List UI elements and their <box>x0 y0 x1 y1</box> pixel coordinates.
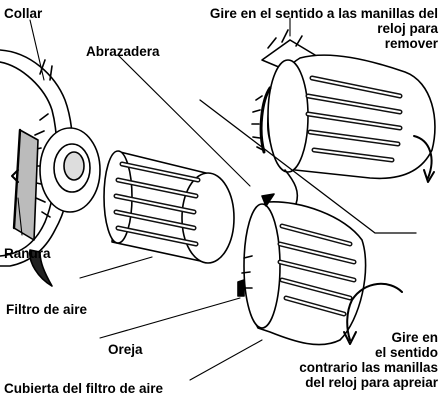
air-filter-label: Filtro de aire <box>6 302 88 317</box>
slot-label: Ranura <box>4 246 51 261</box>
remove-instruction-line-1: Gire en el sentido a las manillas del <box>209 6 438 21</box>
tighten-instruction-line-3: contrario las manillas <box>299 360 438 375</box>
collar-label: Collar <box>4 6 43 21</box>
air-filter-illustration <box>103 150 235 264</box>
filter-cover-label: Cubierta del filtro de aire <box>4 381 164 396</box>
remove-instruction-line-2: reloj para <box>377 21 438 36</box>
cover-remove-illustration <box>251 29 436 205</box>
cover-tighten-illustration <box>237 193 403 346</box>
tighten-instruction-line-2: el sentido <box>374 345 438 360</box>
leader-lines <box>17 17 291 381</box>
tighten-instruction-line-1: Gire en <box>391 330 438 345</box>
remove-instruction: Gire en el sentido a las manillas del re… <box>210 6 438 51</box>
tab-label: Oreja <box>108 342 143 357</box>
engine-housing <box>0 49 101 287</box>
tighten-instruction: Gire en el sentido contrario las manilla… <box>299 330 438 390</box>
tighten-instruction-line-4: del reloj para apreiar <box>305 375 438 390</box>
clamp-label: Abrazadera <box>86 44 160 59</box>
remove-instruction-line-3: remover <box>384 36 438 51</box>
